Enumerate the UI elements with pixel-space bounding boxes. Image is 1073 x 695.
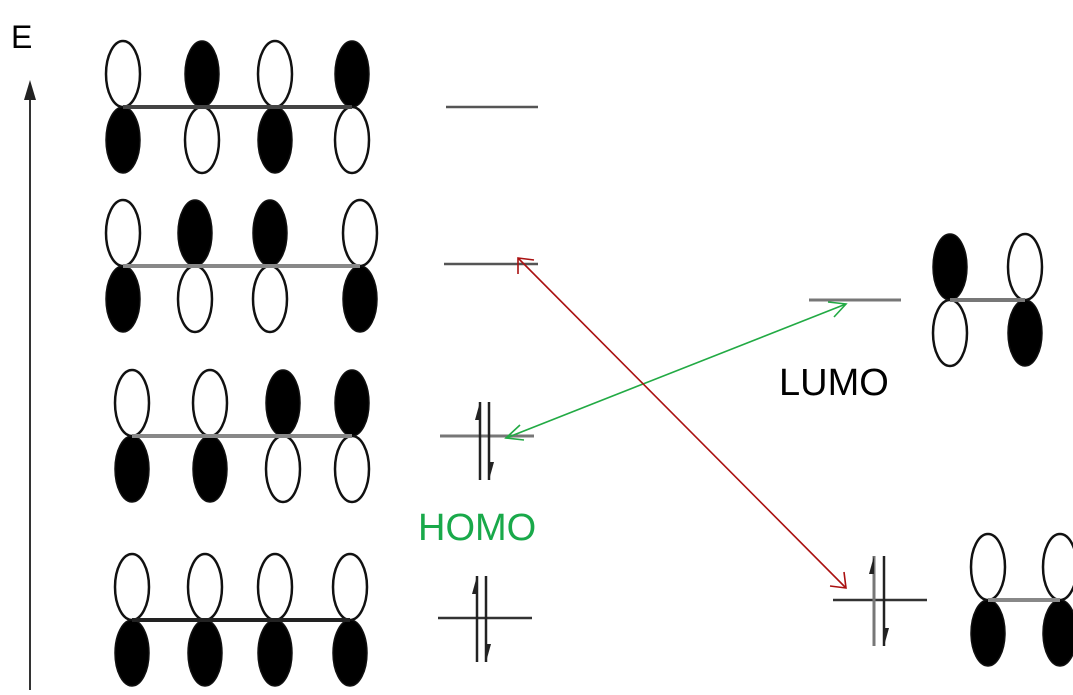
orbital-pi_star [931, 232, 1044, 368]
p-orbital-upper-lobe [334, 40, 370, 108]
p-orbital-lower-lobe [1007, 299, 1043, 367]
p-orbital-lower-lobe [342, 265, 378, 333]
p-orbital-upper-lobe [184, 40, 220, 108]
p-orbital-lower-lobe [105, 106, 141, 174]
p-orbital-upper-lobe [113, 552, 151, 622]
energy-axis: E [11, 19, 36, 690]
p-orbital-upper-lobe [252, 199, 288, 267]
p-orbital-lower-lobe [333, 434, 371, 504]
p-orbital-lower-lobe [264, 434, 302, 504]
p-orbital-upper-lobe [331, 552, 369, 622]
energy-axis-label: E [11, 19, 32, 55]
p-orbital-lower-lobe [1042, 599, 1073, 667]
p-orbital-upper-lobe [256, 552, 294, 622]
electron-pairs [472, 402, 889, 662]
p-orbital-upper-lobe [104, 198, 142, 268]
electron-pair-ethylene-pi [869, 556, 889, 646]
p-orbital-upper-lobe [1006, 232, 1044, 302]
p-orbital-upper-lobe [256, 39, 294, 109]
p-orbital-upper-lobe [334, 369, 370, 437]
orbital-psi1 [113, 552, 369, 687]
p-orbital-upper-lobe [113, 368, 151, 438]
p-orbital-upper-lobe [341, 198, 379, 268]
electron-pair-psi2 [475, 402, 494, 480]
p-orbital-upper-lobe [1041, 532, 1073, 602]
p-orbital-lower-lobe [332, 619, 368, 687]
p-orbital-upper-lobe [186, 552, 224, 622]
p-orbital-lower-lobe [970, 599, 1006, 667]
lumo-label: LUMO [779, 362, 889, 404]
p-orbital-upper-lobe [177, 199, 213, 267]
interaction-arrows [504, 257, 848, 589]
p-orbital-lower-lobe [192, 435, 228, 503]
p-orbital-upper-lobe [104, 39, 142, 109]
orbital-psi2 [113, 368, 371, 504]
p-orbital-lower-lobe [257, 106, 293, 174]
p-orbital-upper-lobe [969, 532, 1007, 602]
ethylene-orbitals [931, 232, 1073, 667]
p-orbital-upper-lobe [191, 368, 229, 438]
orbital-psi3 [104, 198, 379, 334]
orbital-psi4 [104, 39, 371, 175]
p-orbital-lower-lobe [931, 298, 969, 368]
p-orbital-lower-lobe [251, 264, 289, 334]
p-orbital-lower-lobe [105, 265, 141, 333]
lumo-homo-arrow [517, 257, 847, 589]
p-orbital-lower-lobe [176, 264, 214, 334]
p-orbital-lower-lobe [114, 435, 150, 503]
p-orbital-lower-lobe [114, 619, 150, 687]
axis-arrowhead-icon [24, 80, 36, 100]
p-orbital-upper-lobe [265, 369, 301, 437]
p-orbital-upper-lobe [932, 233, 968, 301]
energy-levels [438, 105, 927, 620]
p-orbital-lower-lobe [183, 105, 221, 175]
p-orbital-lower-lobe [257, 619, 293, 687]
p-orbital-lower-lobe [333, 105, 371, 175]
homo-label: HOMO [418, 507, 536, 549]
butadiene-orbitals [104, 39, 379, 687]
homo-lumo-arrow [504, 301, 848, 441]
p-orbital-lower-lobe [187, 619, 223, 687]
orbital-pi [969, 532, 1073, 667]
electron-pair-psi1 [472, 576, 491, 662]
